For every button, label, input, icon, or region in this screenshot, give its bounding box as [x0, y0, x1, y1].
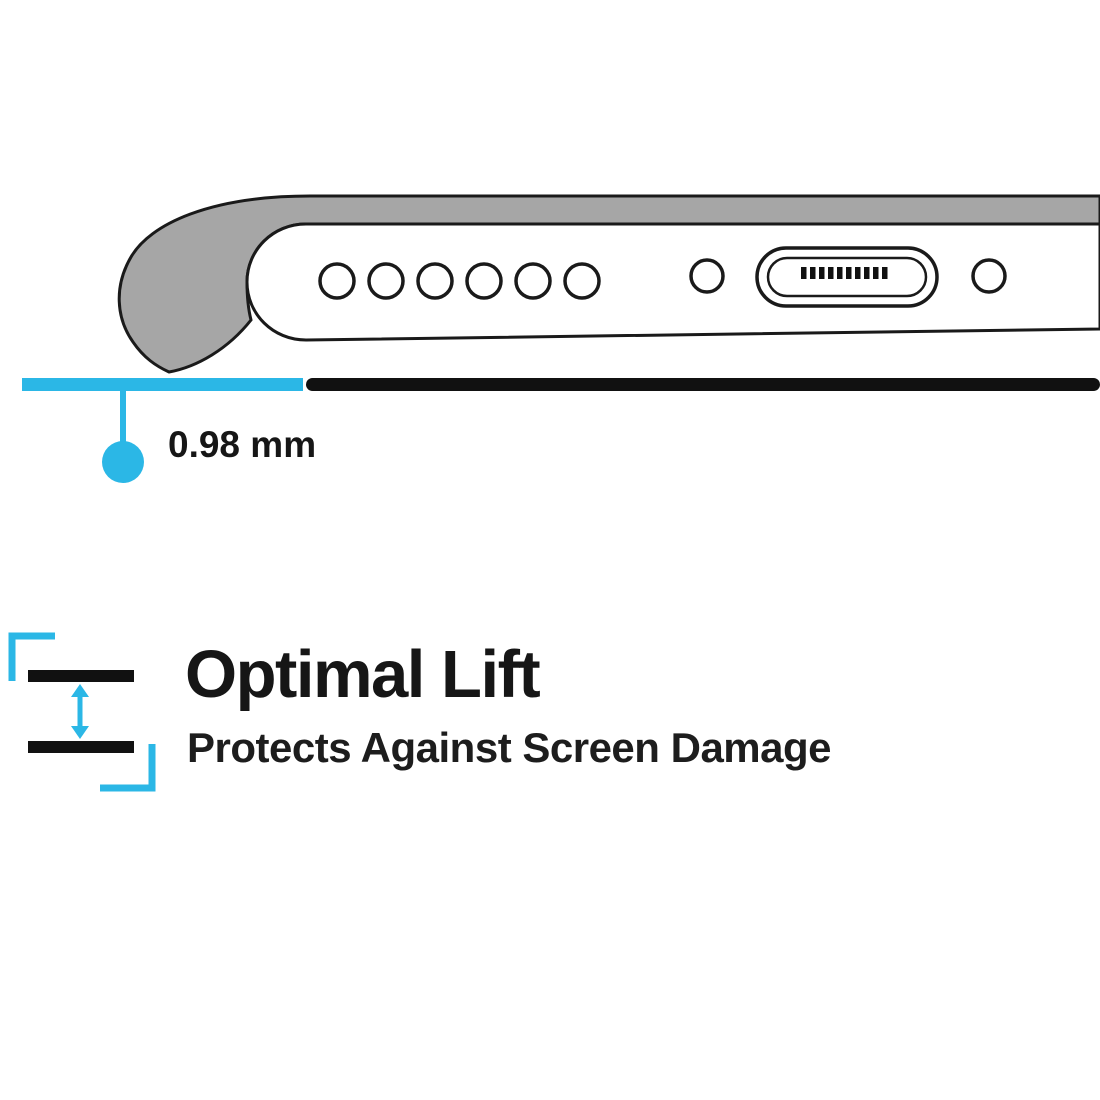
speaker-hole: [318, 262, 356, 300]
measurement-dot: [102, 441, 144, 483]
feature-subtitle: Protects Against Screen Damage: [187, 724, 832, 771]
double-arrow-icon: [71, 684, 89, 739]
measurement-leader-line: [120, 391, 126, 443]
speaker-hole: [563, 262, 601, 300]
speaker-hole: [416, 262, 454, 300]
bracket-top-left-icon: [8, 632, 55, 681]
speaker-hole: [465, 262, 503, 300]
speaker-hole: [514, 262, 552, 300]
speaker-holes: [318, 262, 601, 300]
screen-bottom-line: [28, 741, 134, 753]
lift-icon: [8, 632, 156, 792]
screw-hole: [971, 258, 1007, 294]
mic-hole: [689, 258, 725, 294]
lift-gap-cyan-bar: [22, 378, 303, 391]
feature-title: Optimal Lift: [185, 637, 541, 712]
measurement-label: 0.98 mm: [168, 424, 317, 465]
charging-port: [755, 246, 939, 308]
port-pins: [801, 267, 888, 279]
phone-illustration: [22, 194, 1100, 483]
bracket-bottom-right-icon: [100, 744, 156, 792]
speaker-hole: [367, 262, 405, 300]
screen-top-line: [28, 670, 134, 682]
surface-black-bar: [306, 378, 1100, 391]
